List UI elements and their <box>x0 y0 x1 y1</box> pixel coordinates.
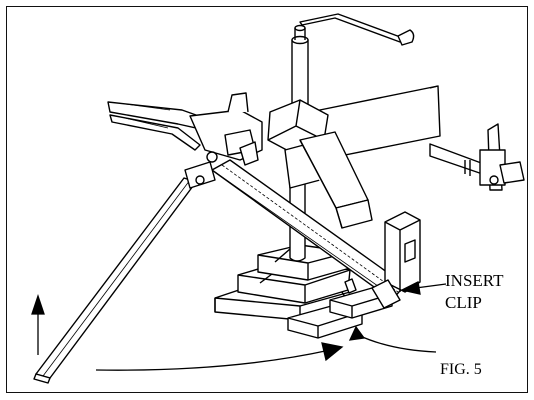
rotation-arrow <box>95 349 331 371</box>
figure-label: FIG. 5 <box>440 361 482 378</box>
clip-arrow-lower <box>357 334 437 353</box>
insert-label-line2: CLIP <box>445 293 482 312</box>
figure-frame <box>6 6 528 393</box>
insert-label-line1: INSERT <box>445 271 504 290</box>
base-blocks <box>214 244 393 339</box>
handle-bar <box>35 177 197 379</box>
crank-handle <box>299 13 404 43</box>
insert-clip-label: INSERT CLIP <box>445 270 503 314</box>
